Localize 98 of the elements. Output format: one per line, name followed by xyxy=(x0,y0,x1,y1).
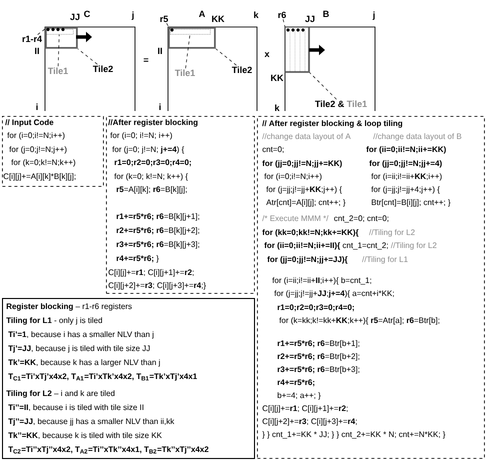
code-line: for (jj=0;jj!=N;jj+=JJ){ xyxy=(267,256,348,264)
code-line: //Tiling for L1 xyxy=(362,256,408,264)
code-line: for (jj=0;jj!=N;jj+=4) xyxy=(369,160,442,168)
index-label: k xyxy=(275,104,280,111)
code-panel xyxy=(2,116,104,187)
code-line: // After register blocking & loop tiling xyxy=(262,120,402,128)
code-line: r5=A[i][k]; r6=B[k][j]; xyxy=(116,186,187,194)
code-line: C[i][j+2]+=r3; C[i][j+3]+=r4;} xyxy=(108,282,206,290)
code-line: C[i][j]+=r1; C[i][j+1]+=r2; xyxy=(262,405,348,413)
index-label: JJ xyxy=(305,16,314,22)
code-line: cnt_2=0; cnt=0; xyxy=(334,215,388,223)
leader-line xyxy=(185,34,190,69)
index-label: II xyxy=(35,48,39,54)
code-line: T$_{C1}$=Ti’xTj’x4x2, T$_{A1}$=Ti’xTk’x4x2, T$_{B1}$=Tk’xTj’x4x1 xyxy=(8,373,197,381)
code-line: Atr[cnt]=A[i][j]; cnt++; } xyxy=(266,199,346,207)
code-line: Tk’=KK, because k has a larger NLV than j xyxy=(8,359,160,367)
register-tile xyxy=(45,28,74,35)
code-line: r1=0;r2=0;r3=0;r4=0; xyxy=(278,304,354,312)
tile-label: Tile2 xyxy=(232,66,252,74)
leader-line xyxy=(37,28,46,35)
code-line: r1=0;r2=0;r3=0;r4=0; xyxy=(114,159,191,166)
code-line: for (i=0;i!=N;i++) xyxy=(264,173,322,181)
code-line: Tiling for L2 – i and k are tiled xyxy=(6,390,114,398)
index-label: KK xyxy=(271,74,284,81)
leader-line xyxy=(78,48,98,65)
code-line: r1+=r5*r6; r6=Btr[b+1]; xyxy=(278,340,360,348)
index-label: j xyxy=(372,11,375,20)
code-line: for (kk=0;kk!=N;kk+=KK){ xyxy=(262,229,358,237)
code-line: Register blocking – r1-r6 registers xyxy=(6,303,132,311)
code-line: Tj’’=JJ, because jj has a smaller NLV than ii,kk xyxy=(8,418,174,426)
leader-line xyxy=(309,72,337,100)
code-line: //Tiling for L2 xyxy=(390,242,436,250)
code-line: //After register blocking xyxy=(108,119,198,127)
tile-label: Tile2 xyxy=(92,65,113,72)
leader-line xyxy=(166,22,170,30)
code-line: for (j=0; j!=N; j+=4) { xyxy=(112,146,184,154)
code-line: for (i=0;i!=N;i++) xyxy=(7,132,64,140)
code-line: C[i][j+2]+=r3; C[i][j+3]+=r4; xyxy=(262,418,357,426)
code-line: for (jj=0;jj!=N;jj+=KK) xyxy=(262,160,342,168)
code-line: for (ii=0;ii!=N;ii+=KK) xyxy=(366,146,446,154)
code-line: for (j=jj;j!=jj+4;j++) { xyxy=(371,186,440,194)
code-line: for (j=0;j!=N;j++) xyxy=(9,146,66,154)
code-line: Tk’’=KK, because k is tiled with tile size KK xyxy=(8,432,162,440)
code-line: cnt=0; xyxy=(262,146,284,154)
operator-symbol: x xyxy=(264,52,270,57)
code-line: /* Execute MMM */ xyxy=(262,215,328,222)
code-line: T$_{C2}$=Ti’’xTj’’x4x2, T$_{A2}$=Ti’’xTk’’x4x1, T$_{B2}$=Tk’’xTj’’x4x2 xyxy=(8,446,208,454)
tile-label: r1-r4 xyxy=(22,36,42,42)
cache-tile xyxy=(45,27,78,49)
code-line: for (ii=0;ii!=N;ii+=II){ cnt_1=cnt_2; xyxy=(264,242,388,250)
code-line: Tiling for L1 - only j is tiled xyxy=(6,317,102,325)
code-line: Ti’=1, because i has a smaller NLV than j xyxy=(8,331,154,339)
code-line: //change data layout of A xyxy=(262,133,351,141)
tile-label: Tile1 xyxy=(48,67,68,74)
code-line: for (k=0;k!=N;k++) xyxy=(11,159,76,167)
index-label: j xyxy=(132,11,134,20)
code-line: C[i][j]+=A[i][k]*B[k][j]; xyxy=(4,173,76,181)
code-line: for (i=ii;i!=ii+KK;i++) xyxy=(371,173,442,181)
code-line: for (k=kk;k!=kk+KK;k++){ r5=Atr[a]; r6=Btr[b]; xyxy=(279,317,440,325)
code-line: //Tiling for L2 xyxy=(369,229,415,237)
code-line: r1+=r5*r6; r6=B[k][j+1]; xyxy=(116,213,200,221)
code-line: r2+=r5*r6; r6=B[k][j+2]; xyxy=(116,227,200,235)
code-line: } } cnt_1+=KK * JJ; } } cnt_2+=KK * N; cnt+=N*KK; } xyxy=(262,431,446,439)
tile-label: Tile1 xyxy=(174,69,195,76)
tile-label: r5 xyxy=(160,16,168,22)
leader-line xyxy=(58,34,60,67)
code-line: for (k=0; k!=N; k++) { xyxy=(114,173,188,181)
code-line: r4+=r5*r6; } xyxy=(116,255,159,263)
code-line: //change data layout of B xyxy=(373,133,462,141)
code-panel xyxy=(106,116,255,294)
code-line: b+=4; a++; } xyxy=(278,392,321,400)
register-tile xyxy=(285,26,310,73)
leader-line xyxy=(216,48,237,66)
code-line: Btr[cnt]=B[i][j]; cnt++; } xyxy=(372,199,450,207)
code-line: Tj’=JJ, because j is tiled with tile size JJ xyxy=(8,345,150,353)
leader-line xyxy=(282,18,286,28)
code-panel xyxy=(257,116,485,459)
operator-symbol: = xyxy=(144,58,148,62)
code-line: r3+=r5*r6; r6=B[k][j+3]; xyxy=(116,241,200,249)
code-line: for (i=0; i!=N; i++) xyxy=(110,132,172,140)
index-label: II xyxy=(158,48,162,54)
tile-label: Tile2 & Tile1 xyxy=(315,100,367,108)
code-line: for (j=jj;j!=jj+JJ;j+=4){ a=cnt+i*KK; xyxy=(274,290,394,298)
code-line: C[i][j]+=r1; C[i][j+1]+=r2; xyxy=(108,269,194,277)
index-label: k xyxy=(254,11,259,18)
code-line: Ti’’=II, because i is tiled with tile size II xyxy=(8,404,144,412)
cache-tile xyxy=(168,27,216,49)
code-line: r4+=r5*r6; xyxy=(278,379,314,386)
code-panel xyxy=(2,298,255,459)
index-label: JJ xyxy=(70,14,80,20)
code-line: for (j=jj;j!=jj+KK;j++) { xyxy=(266,186,342,194)
index-label: KK xyxy=(212,16,224,22)
code-line: r2+=r5*r6; r6=Btr[b+2]; xyxy=(278,353,360,361)
code-line: // Input Code xyxy=(5,119,54,127)
code-line: for (i=ii;i!=ii+II;i++){ b=cnt_1; xyxy=(272,277,372,285)
tile-label: r6 xyxy=(278,12,286,18)
code-line: r3+=r5*r6; r6=Btr[b+3]; xyxy=(278,366,360,374)
register-tile xyxy=(170,28,211,35)
